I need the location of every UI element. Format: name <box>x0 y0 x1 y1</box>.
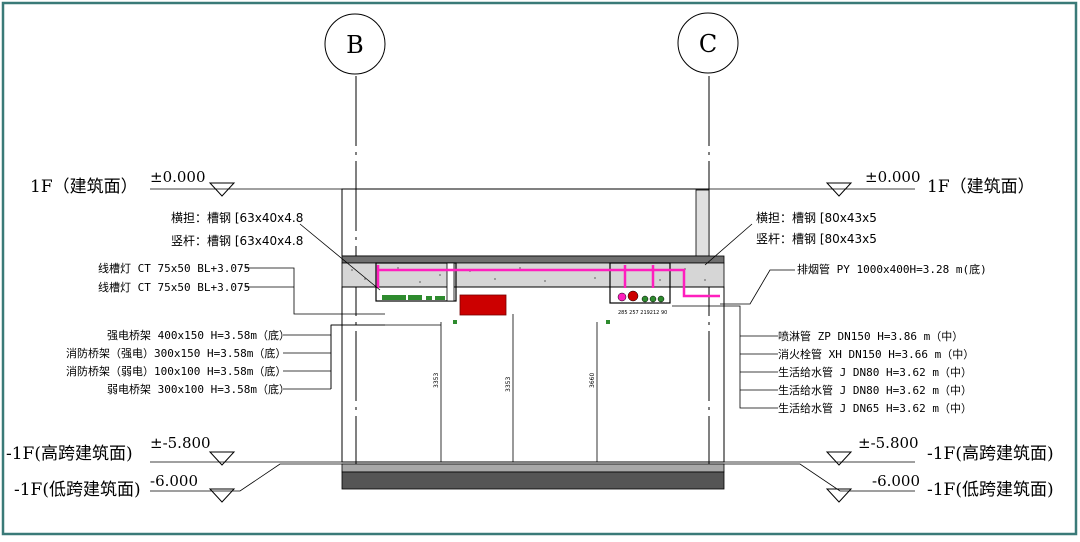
weak-tray <box>435 296 445 300</box>
level-elev-b1l-right: -6.000 <box>872 472 920 490</box>
left-label-3: 消防桥架（强电）300x150 H=3.58m（底） <box>66 346 286 360</box>
left-label-0: 线槽灯 CT 75x50 BL+3.075 <box>98 261 250 275</box>
right-label-0: 喷淋管 ZP DN150 H=3.86 m（中） <box>778 329 963 343</box>
left-hanger-frame <box>375 262 457 302</box>
lower-room-outline <box>341 286 725 463</box>
left-label-2: 强电桥架 400x150 H=3.58m（底） <box>107 328 290 342</box>
level-mark-b1l-left <box>208 488 236 503</box>
dim-text-3: 3660 <box>589 373 596 388</box>
right-column <box>695 189 710 257</box>
leader-right-hanger <box>704 223 753 266</box>
concrete-slab <box>341 262 725 288</box>
level-label-b1h-left: -1F(高跨建筑面) <box>6 444 133 464</box>
right-leaders <box>672 269 795 409</box>
hydrant-pipe <box>627 290 639 302</box>
level-label-b1l-left: -1F(低跨建筑面) <box>14 480 141 500</box>
pink-pipes <box>376 265 720 298</box>
left-hanger-beam-label: 横担：槽钢 [63x40x4.8 <box>171 211 303 225</box>
dim-marker-1 <box>453 320 457 324</box>
leader-left-hanger <box>299 223 381 291</box>
level-label-b1l-right: -1F(低跨建筑面) <box>927 480 1054 500</box>
pipe-spacing-dim: 285 257 219212 90 <box>618 310 667 316</box>
right-label-1: 消火栓管 XH DN150 H=3.66 m（中） <box>778 347 974 361</box>
sprinkler-pipe <box>617 292 627 302</box>
left-label-4: 消防桥架（弱电）100x100 H=3.58m（底） <box>66 364 286 378</box>
water-pipe-3 <box>657 295 665 303</box>
dim-text-1: 3353 <box>433 373 440 388</box>
axis-bubble-c <box>677 12 739 74</box>
axis-label-c: C <box>699 30 717 58</box>
slab-top-band <box>341 255 725 264</box>
floor-base <box>341 471 725 490</box>
level-elev-1f-left: ±0.000 <box>150 168 206 186</box>
upper-wall-outline <box>341 188 710 257</box>
right-hanger-frame <box>609 262 671 304</box>
level-elev-b1l-left: -6.000 <box>150 472 198 490</box>
left-label-5: 弱电桥架 300x100 H=3.58m（底） <box>107 382 290 396</box>
smoke-exhaust-duct <box>459 294 507 316</box>
dim-marker-2 <box>606 320 610 324</box>
right-label-3: 生活给水管 J DN80 H=3.62 m（中） <box>778 383 972 397</box>
right-hanger-beam-label: 横担：槽钢 [80x43x5 <box>756 211 877 225</box>
axis-bubble-b <box>324 13 386 75</box>
left-label-1: 线槽灯 CT 75x50 BL+3.075 <box>98 280 250 294</box>
floor-slab <box>341 463 725 473</box>
right-label-2: 生活给水管 J DN80 H=3.62 m（中） <box>778 365 972 379</box>
level-elev-1f-right: ±0.000 <box>865 168 921 186</box>
water-pipe-1 <box>641 295 649 303</box>
fire-tray-weak <box>426 296 432 300</box>
axis-label-b: B <box>346 31 364 59</box>
power-tray <box>382 295 406 300</box>
right-hanger-post-label: 竖杆：槽钢 [80x43x5 <box>756 232 877 246</box>
level-label-b1h-right: -1F(高跨建筑面) <box>927 444 1054 464</box>
left-hanger-post-label: 竖杆：槽钢 [63x40x4.8 <box>171 234 303 248</box>
level-mark-b1h-left <box>208 451 236 466</box>
level-mark-1f-left <box>208 182 236 197</box>
right-label-4: 生活给水管 J DN65 H=3.62 m（中） <box>778 401 972 415</box>
dim-text-2: 3353 <box>505 377 512 392</box>
left-leaders <box>245 267 441 390</box>
level-label-1f-right: 1F（建筑面） <box>927 177 1035 197</box>
level-label-1f-left: 1F（建筑面） <box>30 177 138 197</box>
level-mark-1f-right <box>825 182 853 197</box>
level-elev-b1h-right: ±-5.800 <box>858 434 919 452</box>
level-mark-b1h-right <box>825 451 853 466</box>
smoke-duct-label: 排烟管 PY 1000x400H=3.28 m(底) <box>797 262 987 276</box>
left-hanger-post <box>446 262 455 302</box>
fire-tray-power <box>408 295 422 300</box>
level-mark-b1l-right <box>825 488 853 503</box>
water-pipe-2 <box>649 295 657 303</box>
level-elev-b1h-left: ±-5.800 <box>150 434 211 452</box>
